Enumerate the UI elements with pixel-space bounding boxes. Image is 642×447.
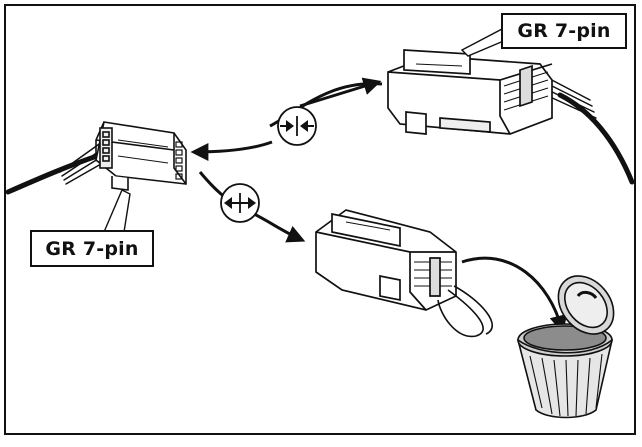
connector-top-large — [387, 49, 553, 135]
connect-arrows-icon — [277, 106, 317, 146]
left-cable — [5, 141, 109, 195]
label-gr-7-pin-top: GR 7-pin — [501, 13, 627, 49]
label-gr-7-pin-left: GR 7-pin — [30, 230, 154, 267]
connector-bottom-large — [315, 209, 457, 311]
disconnect-arrows-icon — [220, 183, 260, 223]
connector-left-small — [95, 121, 187, 191]
wire-loops — [437, 285, 493, 338]
right-cable — [547, 77, 635, 185]
trash-bin-icon — [516, 275, 615, 419]
callout-left — [102, 189, 131, 233]
trash-lid — [557, 275, 615, 335]
callout-top — [460, 26, 507, 57]
arrow-dispose — [461, 256, 568, 334]
